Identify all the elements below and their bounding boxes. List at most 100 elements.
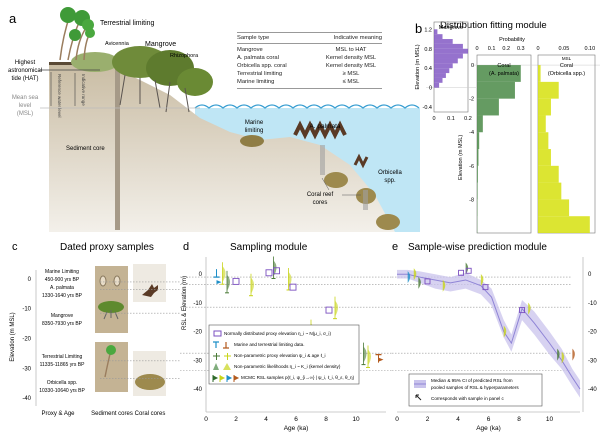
table-header: Sample type Indicative meaning xyxy=(237,32,382,44)
proxy-box-marker xyxy=(482,284,489,291)
a-palmata-label: A. palmata xyxy=(309,123,340,130)
a-palmata-histogram-bar xyxy=(477,98,499,116)
flag-icon xyxy=(226,375,233,382)
kernel-density-marker xyxy=(222,266,226,283)
proxy-name-label: Mangrove xyxy=(51,313,73,319)
mangrove-canopy-icon xyxy=(71,46,213,113)
shell-icon xyxy=(99,275,107,287)
mangrove-histogram-bar xyxy=(434,34,443,40)
sample-type-cell: A. palmata coral xyxy=(237,55,279,61)
y-tick-label: 0 xyxy=(588,272,592,278)
msl-annotation: MSL xyxy=(562,56,572,61)
hat-label-1: Highest xyxy=(15,60,36,66)
orbicella-histogram-bar xyxy=(538,216,590,233)
y-tick-label: -6 xyxy=(469,164,474,170)
orbicella-histogram-bar xyxy=(538,149,551,166)
orbicella-subplot-subtitle: (Orbicella spp.) xyxy=(548,71,585,77)
x-tick-label: 2 xyxy=(234,416,238,423)
y-tick-label: 0 xyxy=(429,86,432,92)
orbicella-histogram-bar xyxy=(538,132,549,150)
x-tick-label: 0.2 xyxy=(464,116,472,122)
legend-box: Normally distributed proxy elevation η_i… xyxy=(208,324,360,385)
orbicella-subplot-title: Coral xyxy=(560,63,573,69)
proxy-box-marker xyxy=(458,269,465,276)
kernel-density-marker xyxy=(335,300,338,317)
sample-marker xyxy=(442,279,446,292)
mangrove-histogram-bar xyxy=(434,58,458,64)
proxy-box-marker xyxy=(325,306,333,314)
sample-type-cell: Marine limiting xyxy=(237,79,275,85)
x-axis-label: Age (ka) xyxy=(284,425,309,432)
y-tick-label: -20 xyxy=(193,330,202,336)
legend-label: MCMC RSL samples p(ℓ_i, ψ_{i→∞} | ψ_i, ℓ… xyxy=(241,375,355,380)
header-sample-type: Sample type xyxy=(237,35,270,41)
ci-band xyxy=(397,269,580,398)
marine-limiting-label-1: Marine xyxy=(245,120,264,126)
mangrove-subplot-title: Mangrove xyxy=(439,25,463,31)
x-tick-label: 8 xyxy=(324,416,328,423)
y-tick-label: -30 xyxy=(588,358,597,364)
orbicella-histogram-bar xyxy=(538,115,546,133)
hat-label-3: tide (HAT) xyxy=(12,76,39,82)
y-tick-label: 1.2 xyxy=(424,27,432,33)
proxy-box-marker xyxy=(273,267,280,275)
proxy-name-label: Terrestrial Limiting xyxy=(42,354,83,360)
sample-marker xyxy=(561,351,565,364)
kernel-density-marker xyxy=(251,277,254,294)
mangrove-label: Mangrove xyxy=(145,41,176,48)
flag-icon xyxy=(212,375,219,382)
panel-c-title: Dated proxy samples xyxy=(60,242,154,253)
cross-icon xyxy=(213,353,220,360)
header-indicative-meaning: Indicative meaning xyxy=(333,35,382,41)
y-axis-label: RSL & Elevation (m) xyxy=(182,276,188,330)
y-tick-label: -10 xyxy=(22,307,31,313)
x-tick-label: 0.2 xyxy=(502,46,510,52)
triangle-icon xyxy=(223,363,231,370)
orbicella-histogram-bar xyxy=(538,98,551,116)
proxy-name-label: A. palmata xyxy=(50,285,74,291)
a-palmata-histogram-bar xyxy=(477,132,480,150)
panel-d-title: Sampling module xyxy=(230,242,308,253)
sample-marker xyxy=(503,325,507,338)
sample-type-cell: Mangrove xyxy=(237,47,263,53)
avicennia-label: Avicennia xyxy=(105,41,130,47)
mangrove-histogram-bar xyxy=(434,53,463,59)
panel-e-title: Sample-wise prediction module xyxy=(408,242,547,253)
x-tick-label: 0.1 xyxy=(447,116,455,122)
palm-crown-icon xyxy=(106,345,116,355)
orbicella-histogram-bar xyxy=(538,81,559,99)
panel-c-letter: c xyxy=(12,241,18,253)
x-axis-label: Age (ka) xyxy=(476,425,501,432)
panel-a: a Terrestrial limiting Avicennia Mangrov… xyxy=(8,7,420,232)
y-tick-label: -40 xyxy=(193,387,202,393)
panel-e-letter: e xyxy=(392,241,398,253)
indicative-meaning-cell: MSL to HAT xyxy=(335,47,367,53)
proxy-age-label: 1330-1640 yrs BP xyxy=(42,293,83,299)
column-label: Coral cores xyxy=(135,411,166,417)
flag-icon xyxy=(233,375,240,382)
y-tick-label: -40 xyxy=(588,387,597,393)
sediment-core-bar xyxy=(115,68,120,230)
orbicella-histogram-bar xyxy=(538,199,570,217)
panel-d-letter: d xyxy=(183,241,189,253)
a-palmata-histogram-bar xyxy=(477,81,515,99)
indicative-meaning-cell: ≥ MSL xyxy=(342,71,360,77)
x-tick-label: 10 xyxy=(352,416,360,423)
x-tick-label: 0 xyxy=(432,116,435,122)
a-palmata-histogram-bar xyxy=(477,182,478,200)
column-label: Sediment cores xyxy=(91,411,133,417)
shell-icon xyxy=(113,275,121,287)
orbicella-label-2: spp. xyxy=(384,178,396,184)
coral-core-bar xyxy=(363,190,368,210)
inverted-t-bar-icon xyxy=(223,342,229,349)
mangrove-histogram-bar xyxy=(434,77,443,83)
sample-marker xyxy=(480,273,484,286)
a-palmata-histogram-bar xyxy=(477,65,521,82)
proxy-age-label: 11335-11865 yrs BP xyxy=(40,362,86,368)
coral-icons xyxy=(240,120,400,230)
table-row: Mangrove MSL to HAT xyxy=(237,46,382,54)
proxy-name-label: Orbicella spp. xyxy=(47,380,78,386)
